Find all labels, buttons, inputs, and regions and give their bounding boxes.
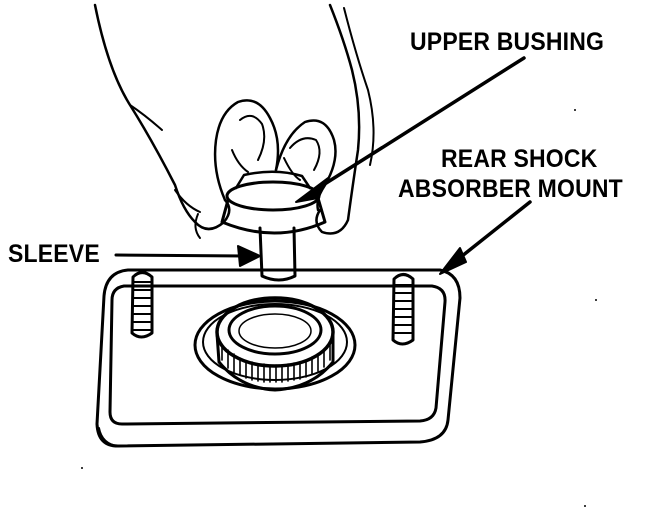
upper-bushing-label: UPPER BUSHING <box>410 28 605 56</box>
rear-mount-label-line2: ABSORBER MOUNT <box>398 175 623 203</box>
sleeve-arrow <box>114 245 261 267</box>
center-collar <box>193 296 357 392</box>
rear-mount-arrow <box>439 200 532 275</box>
sleeve-part <box>258 226 297 282</box>
rear-mount-label-line1: REAR SHOCK <box>441 145 598 173</box>
right-stud <box>391 273 415 346</box>
scan-specks <box>81 109 597 507</box>
upper-bushing-arrow <box>295 56 526 203</box>
mount-plate <box>95 268 462 448</box>
hand <box>93 3 375 239</box>
left-stud <box>130 271 154 339</box>
upper-bushing-part <box>220 170 327 235</box>
sleeve-label: SLEEVE <box>8 240 100 268</box>
